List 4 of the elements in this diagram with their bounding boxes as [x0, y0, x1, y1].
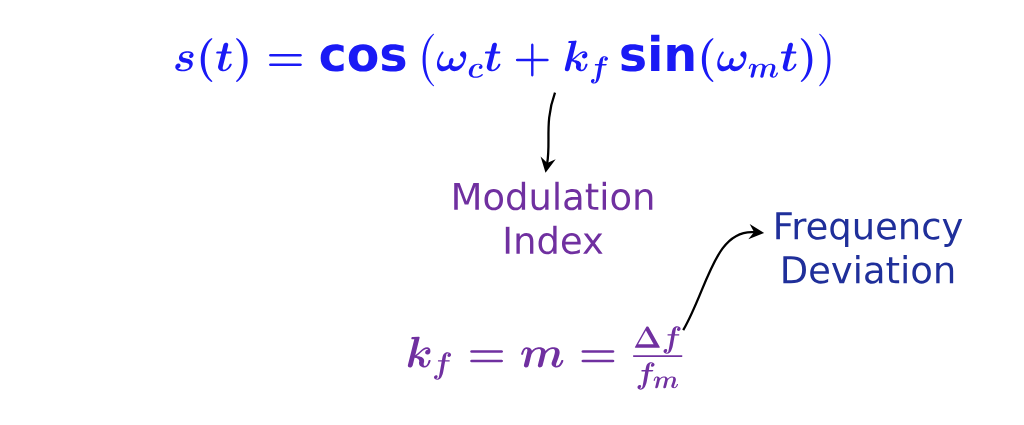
formula: $s(t) = \cos\left(\omega_c t + k_f \sin(\omega_m t)\right)$: [175, 33, 831, 87]
annotation-label: Modulation Index: [454, 181, 653, 255]
formula: $k_f = m = \frac{\Delta f}{f_m}$: [407, 326, 683, 390]
annotation-label: Frequency Deviation: [776, 212, 963, 284]
